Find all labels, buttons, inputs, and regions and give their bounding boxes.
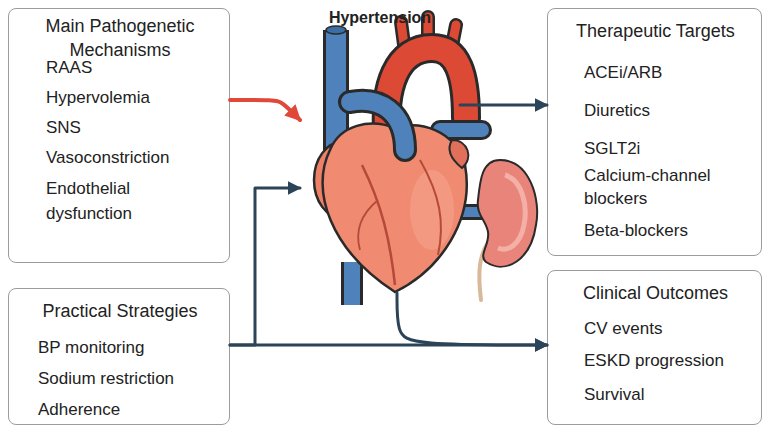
item-text: Beta-blockers xyxy=(584,219,754,243)
coronary-line xyxy=(420,160,441,255)
item-text: SNS xyxy=(46,116,216,140)
box-heading: Clinical Outcomes xyxy=(553,281,758,305)
targets-box: Therapeutic TargetsACEi/ARB DiureticsSGLT… xyxy=(547,8,762,256)
item-text: Vasoconstriction xyxy=(46,146,216,170)
item-text: SGLT2i xyxy=(584,137,754,161)
item-text: RAAS xyxy=(46,56,216,80)
vessel-cap xyxy=(326,26,346,34)
flow-arrow xyxy=(397,293,547,345)
pulmonary-trunk xyxy=(350,101,405,150)
flow-arrow xyxy=(230,344,547,347)
item-text: Hypervolemia xyxy=(46,86,216,110)
strategies-box: Practical Strategies BP monitoringSodium … xyxy=(8,288,230,425)
item-text: Survival xyxy=(584,383,756,407)
left-auricle xyxy=(450,140,469,168)
box-heading: Main Pathogenetic Mechanisms xyxy=(19,14,221,62)
item-text: CV events xyxy=(584,317,756,341)
item-text: BP monitoring xyxy=(38,336,223,360)
item-text: ESKD progression xyxy=(584,349,756,373)
item-text: Hypertension xyxy=(300,8,460,28)
box-heading: Therapeutic Targets xyxy=(553,19,758,43)
item-text: ACEi/ARB xyxy=(584,61,754,85)
coronary-line xyxy=(362,165,395,285)
pulmonary-trunk-outline xyxy=(350,101,405,150)
flow-arrow xyxy=(460,104,547,107)
kidney xyxy=(478,160,537,267)
flow-arrow xyxy=(230,188,300,345)
outcomes-box: Clinical Outcomes CV eventsESKD progressi… xyxy=(547,270,762,425)
item-text: Diuretics xyxy=(584,99,754,123)
item-text: Sodium restriction xyxy=(38,367,223,391)
coronary-line xyxy=(358,200,378,250)
item-text: Calcium-channel blockers xyxy=(584,164,724,210)
flow-arrow xyxy=(230,100,300,120)
hypertension-node: Hypertension xyxy=(300,8,460,293)
item-text: Endothelial dysfunction xyxy=(46,176,196,226)
kidney-highlight xyxy=(498,175,525,249)
box-heading: Practical Strategies xyxy=(14,299,226,323)
mechanisms-box: Main Pathogenetic MechanismsRAAS Hypervol… xyxy=(8,8,230,263)
item-text: Adherence xyxy=(38,398,223,422)
